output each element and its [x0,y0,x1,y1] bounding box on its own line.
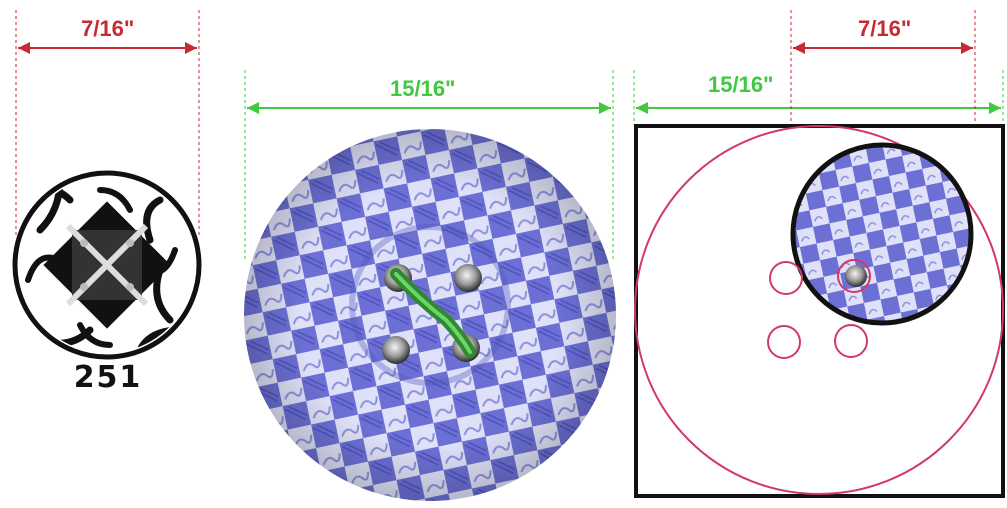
catalog-code-label: 251 [73,360,143,395]
left-small-dimension-label: 7/16" [81,16,135,41]
center-dimension [244,70,614,260]
small-button-overlay [790,142,974,326]
catalog-button-icon [12,170,202,360]
left-dimension [15,10,200,235]
large-button-photo [244,129,616,501]
right-small-dimension-label: 7/16" [858,16,912,41]
center-large-dimension-label: 15/16" [390,76,456,101]
right-large-dimension-label: 15/16" [708,72,774,97]
hole-outlines [767,259,871,359]
large-button-outline [634,125,1004,495]
comparison-panel [633,10,1005,498]
